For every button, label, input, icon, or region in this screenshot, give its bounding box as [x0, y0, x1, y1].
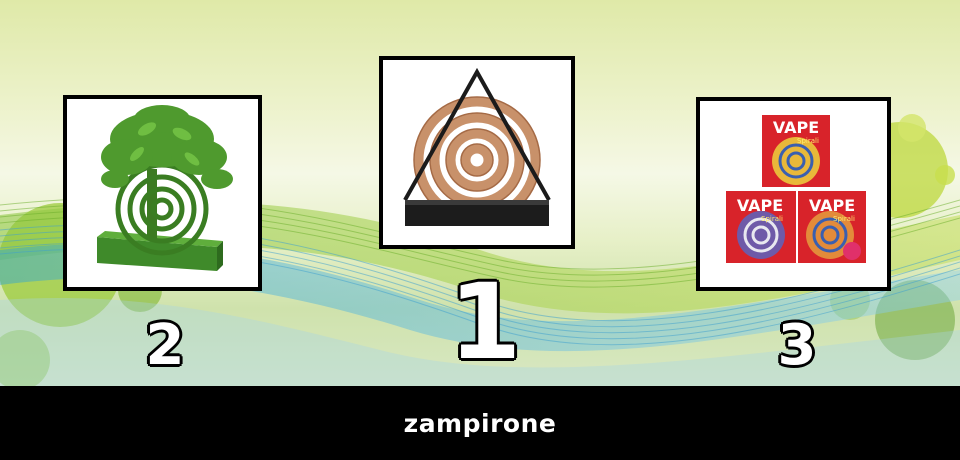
- caption-bar: zampirone: [0, 386, 960, 460]
- spirali-label: Spirali: [761, 215, 783, 223]
- rank-number-1: 1: [448, 261, 522, 383]
- tree-coil-holder-image: [97, 105, 233, 271]
- rank-number-2: 2: [145, 313, 185, 378]
- item-card-2: [63, 95, 262, 291]
- item-card-1: [379, 56, 575, 249]
- caption-text: zampirone: [403, 408, 557, 438]
- vape-logo: VAPE: [809, 196, 855, 215]
- vape-logo: VAPE: [737, 196, 783, 215]
- vape-boxes-image: VAPE Spirali VAPE Spirali VAPE Spiral: [726, 115, 866, 263]
- podium-stage: VAPE Spirali VAPE Spirali VAPE Spiral: [0, 0, 960, 386]
- rank-number-3: 3: [777, 313, 817, 378]
- vape-logo: VAPE: [773, 118, 819, 137]
- triangle-coil-holder-image: [403, 67, 551, 226]
- spirali-label: Spirali: [797, 137, 819, 145]
- item-card-3: VAPE Spirali VAPE Spirali VAPE Spiral: [696, 97, 891, 291]
- spirali-label: Spirali: [833, 215, 855, 223]
